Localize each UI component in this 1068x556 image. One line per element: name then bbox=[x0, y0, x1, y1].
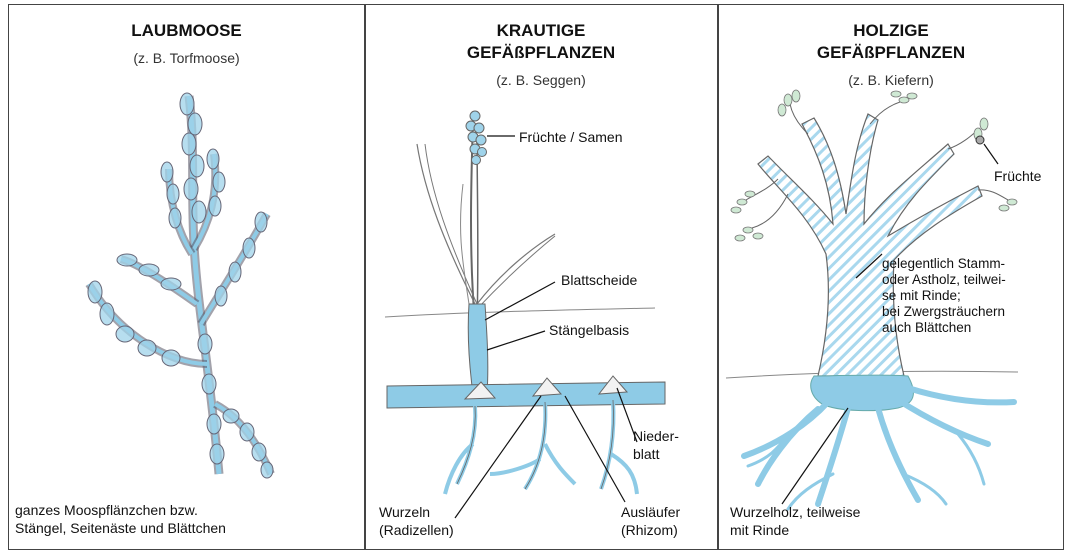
label-wood-2: oder Astholz, teilwei- bbox=[882, 272, 1006, 287]
label-stem-base: Stängelbasis bbox=[549, 322, 629, 338]
label-sheath: Blattscheide bbox=[561, 272, 637, 288]
label-roots-2: (Radizellen) bbox=[379, 522, 454, 538]
label-fruits-seeds: Früchte / Samen bbox=[519, 129, 623, 145]
moss-caption-line1: ganzes Moospflänzchen bzw. bbox=[15, 502, 198, 518]
label-roots-1: Wurzeln bbox=[379, 504, 430, 520]
label-scale-leaf-2: blatt bbox=[633, 446, 659, 462]
label-tree-fruits: Früchte bbox=[994, 168, 1041, 184]
label-scale-leaf-1: Nieder- bbox=[633, 428, 679, 444]
label-wood-1: gelegentlich Stamm- bbox=[882, 256, 1005, 271]
label-root-wood-1: Wurzelholz, teilweise bbox=[730, 504, 860, 520]
label-runner-1: Ausläufer bbox=[621, 504, 680, 520]
moss-drawing bbox=[9, 4, 364, 550]
label-root-wood-2: mit Rinde bbox=[730, 522, 789, 538]
panel-laubmoose: LAUBMOOSE (z. B. Torfmoose) bbox=[9, 4, 364, 550]
panel-holzige: HOLZIGE GEFÄßPFLANZEN (z. B. Kiefern) bbox=[718, 4, 1064, 550]
moss-caption-line2: Stängel, Seitenäste und Blättchen bbox=[15, 520, 226, 536]
label-wood-5: auch Blättchen bbox=[882, 320, 971, 335]
panel-krautige: KRAUTIGE GEFÄßPFLANZEN (z. B. Seggen) bbox=[365, 4, 717, 550]
label-runner-2: (Rhizom) bbox=[621, 522, 678, 538]
label-wood-3: se mit Rinde; bbox=[882, 288, 961, 303]
sedge-drawing bbox=[365, 4, 717, 550]
label-wood-4: bei Zwergsträuchern bbox=[882, 304, 1005, 319]
